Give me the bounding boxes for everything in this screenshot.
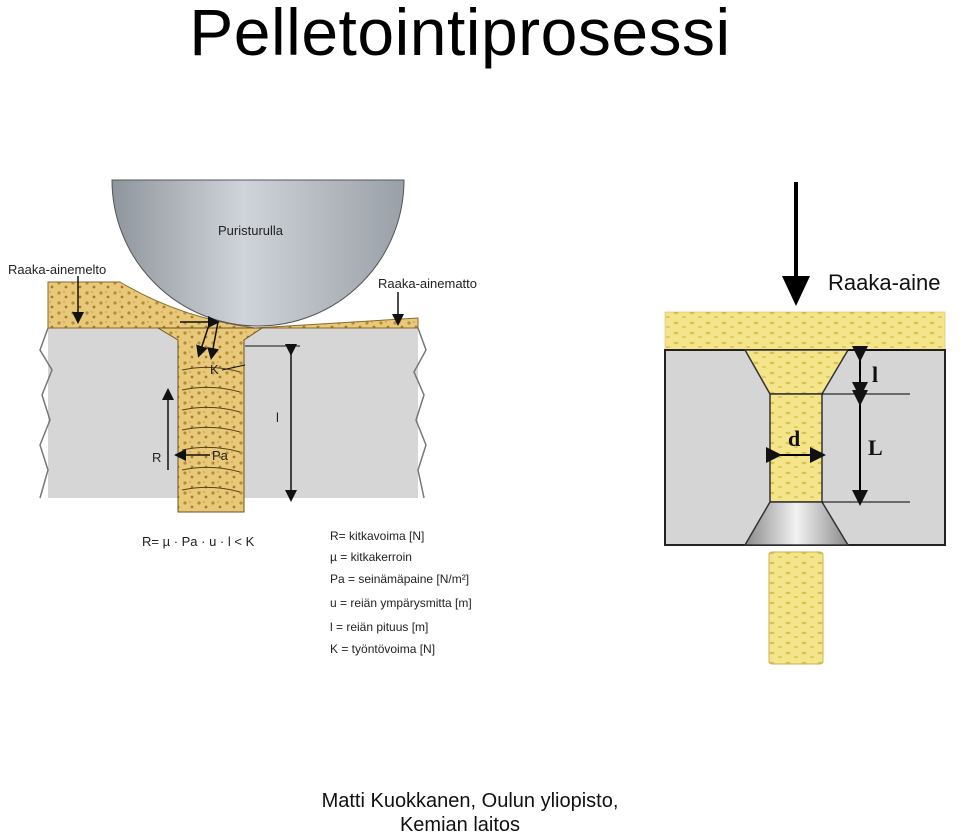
footer-dept: Kemian laitos	[399, 814, 521, 836]
matrix-right-edge	[413, 327, 427, 499]
right-l-label: l	[872, 362, 878, 387]
raw-layer	[664, 311, 946, 351]
raw-material-right-label: Raaka-ainematto	[378, 276, 477, 291]
matrix-left-edge	[39, 327, 53, 499]
right-L-label: L	[868, 435, 883, 460]
k-label: K	[210, 362, 219, 377]
legend-line-3: Pa = seinämäpaine [N/m²]	[330, 572, 469, 586]
raw-material-layer	[47, 281, 419, 329]
left-diagram: Puristurulla Raaka-ainemelto Raaka-ainem…	[8, 179, 477, 656]
exiting-pellet	[768, 551, 824, 665]
footer-author: Matti Kuokkanen, Oulun yliopisto,	[321, 790, 619, 812]
right-diagram: Raaka-aine l L d	[664, 182, 946, 665]
k-pointer-line	[221, 364, 246, 371]
legend-line-4: u = reiän ympärysmitta [m]	[330, 596, 472, 610]
formula: R= µ · Pa · u · l < K	[142, 534, 255, 549]
legend-line-1: R= kitkavoima [N]	[330, 529, 424, 543]
d-label: d	[788, 426, 800, 451]
l-label: l	[276, 410, 279, 425]
legend-line-5: l = reiän pituus [m]	[330, 620, 428, 634]
pa-label: Pa	[212, 448, 229, 463]
raw-material-left-label: Raaka-ainemelto	[8, 262, 106, 277]
raw-feed-arrow-head	[782, 276, 810, 306]
roller	[111, 179, 405, 327]
roller-label: Puristurulla	[218, 223, 284, 238]
legend-line-2: µ = kitkakerroin	[330, 550, 412, 564]
die-hole-pellet	[156, 327, 264, 513]
page-title: Pelletointiprosessi	[189, 0, 731, 69]
r-label: R	[152, 450, 161, 465]
pellet-layer-lines	[181, 366, 241, 493]
raw-label: Raaka-aine	[828, 270, 941, 295]
legend-line-6: K = työntövoima [N]	[330, 642, 435, 656]
die-exit-relief	[743, 501, 850, 546]
